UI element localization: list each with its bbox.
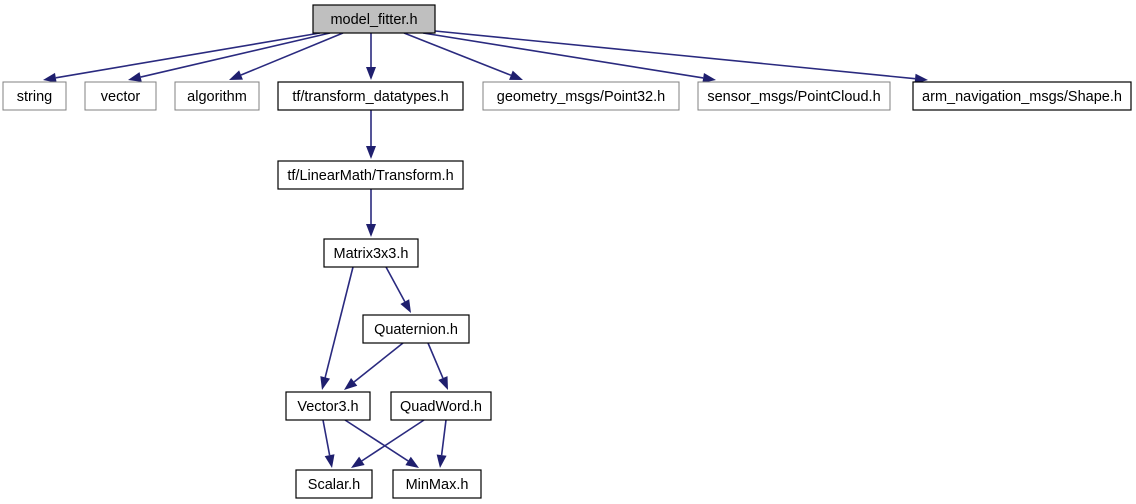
edge-shaft xyxy=(427,342,444,379)
node-point32[interactable]: geometry_msgs/Point32.h xyxy=(482,81,680,111)
arrowhead-icon xyxy=(324,454,335,468)
node-label: geometry_msgs/Point32.h xyxy=(497,89,665,105)
arrowhead-icon xyxy=(366,224,376,237)
arrowhead-icon xyxy=(344,377,358,390)
arrowhead-icon xyxy=(128,72,142,82)
node-box[interactable] xyxy=(2,81,67,111)
node-label: sensor_msgs/PointCloud.h xyxy=(707,89,880,105)
node-box[interactable] xyxy=(390,391,492,421)
edge-vector3-to-minmax xyxy=(344,419,419,468)
edge-shaft xyxy=(422,32,704,79)
edge-matrix3x3-to-quaternion xyxy=(385,266,411,313)
node-box[interactable] xyxy=(362,314,470,344)
node-label: QuadWord.h xyxy=(400,399,482,415)
edge-model_fitter-to-pointcloud xyxy=(422,32,716,83)
arrowhead-icon xyxy=(366,67,376,80)
edge-vector3-to-scalar xyxy=(322,419,335,468)
node-label: tf/transform_datatypes.h xyxy=(292,89,448,105)
arrowhead-icon xyxy=(320,376,331,390)
node-algorithm[interactable]: algorithm xyxy=(174,81,260,111)
node-quadword[interactable]: QuadWord.h xyxy=(390,391,492,421)
node-box[interactable] xyxy=(277,81,464,111)
node-label: string xyxy=(17,89,52,105)
node-box[interactable] xyxy=(84,81,157,111)
edge-quadword-to-scalar xyxy=(351,419,425,468)
arrowhead-icon xyxy=(509,70,523,80)
node-label: Matrix3x3.h xyxy=(334,246,409,262)
node-transform[interactable]: tf/LinearMath/Transform.h xyxy=(277,160,464,190)
node-box[interactable] xyxy=(697,81,891,111)
arrowhead-icon xyxy=(438,376,448,390)
node-scalar[interactable]: Scalar.h xyxy=(295,469,373,499)
node-minmax[interactable]: MinMax.h xyxy=(392,469,482,499)
node-model_fitter[interactable]: model_fitter.h xyxy=(312,4,436,34)
node-pointcloud[interactable]: sensor_msgs/PointCloud.h xyxy=(697,81,891,111)
edge-shaft xyxy=(344,419,409,462)
node-matrix3x3[interactable]: Matrix3x3.h xyxy=(323,238,419,268)
node-string[interactable]: string xyxy=(2,81,67,111)
arrowhead-icon xyxy=(229,70,243,80)
arrowhead-icon xyxy=(702,73,716,83)
edge-transform-to-matrix3x3 xyxy=(366,189,376,237)
node-label: Vector3.h xyxy=(297,399,358,415)
arrowhead-icon xyxy=(351,456,365,468)
edge-shaft xyxy=(140,32,331,78)
arrowhead-icon xyxy=(405,456,419,468)
arrowhead-icon xyxy=(436,454,447,468)
edge-quaternion-to-vector3 xyxy=(344,342,404,390)
node-box[interactable] xyxy=(277,160,464,190)
node-quaternion[interactable]: Quaternion.h xyxy=(362,314,470,344)
node-label: Quaternion.h xyxy=(374,322,458,338)
edge-shaft xyxy=(240,32,344,76)
node-box[interactable] xyxy=(295,469,373,499)
edge-shaft xyxy=(324,266,354,378)
node-label: model_fitter.h xyxy=(330,12,417,28)
arrowhead-icon xyxy=(914,73,928,84)
node-label: MinMax.h xyxy=(406,477,469,493)
edge-shaft xyxy=(353,342,404,383)
node-box[interactable] xyxy=(323,238,419,268)
node-label: algorithm xyxy=(187,89,247,105)
edge-shaft xyxy=(322,419,331,456)
arrowhead-icon xyxy=(43,72,57,83)
edge-model_fitter-to-transform_datatypes xyxy=(366,33,376,80)
edge-model_fitter-to-algorithm xyxy=(229,32,344,80)
node-box[interactable] xyxy=(392,469,482,499)
edge-model_fitter-to-point32 xyxy=(403,32,523,80)
node-label: tf/LinearMath/Transform.h xyxy=(287,168,453,184)
edge-model_fitter-to-string xyxy=(43,32,321,83)
edge-quaternion-to-quadword xyxy=(427,342,448,390)
edge-transform_datatypes-to-transform xyxy=(366,110,376,159)
node-vector[interactable]: vector xyxy=(84,81,157,111)
node-transform_datatypes[interactable]: tf/transform_datatypes.h xyxy=(277,81,464,111)
node-label: Scalar.h xyxy=(308,477,360,493)
node-vector3[interactable]: Vector3.h xyxy=(285,391,371,421)
node-label: vector xyxy=(101,89,141,105)
edge-shaft xyxy=(55,32,321,79)
edge-shaft xyxy=(403,32,512,76)
node-box[interactable] xyxy=(285,391,371,421)
node-box[interactable] xyxy=(312,4,436,34)
arrowhead-icon xyxy=(400,299,411,313)
node-box[interactable] xyxy=(912,81,1132,111)
edge-shaft xyxy=(440,419,447,456)
edge-shaft xyxy=(361,419,425,462)
node-shape[interactable]: arm_navigation_msgs/Shape.h xyxy=(912,81,1132,111)
node-box[interactable] xyxy=(482,81,680,111)
node-box[interactable] xyxy=(174,81,260,111)
edge-quadword-to-minmax xyxy=(436,419,447,468)
edge-model_fitter-to-shape xyxy=(434,30,928,84)
edge-shaft xyxy=(434,30,916,80)
node-label: arm_navigation_msgs/Shape.h xyxy=(922,89,1122,105)
edge-matrix3x3-to-vector3 xyxy=(320,266,354,390)
arrowhead-icon xyxy=(366,146,376,159)
edge-model_fitter-to-vector xyxy=(128,32,331,82)
edge-shaft xyxy=(385,266,406,302)
edges-layer xyxy=(43,30,928,468)
